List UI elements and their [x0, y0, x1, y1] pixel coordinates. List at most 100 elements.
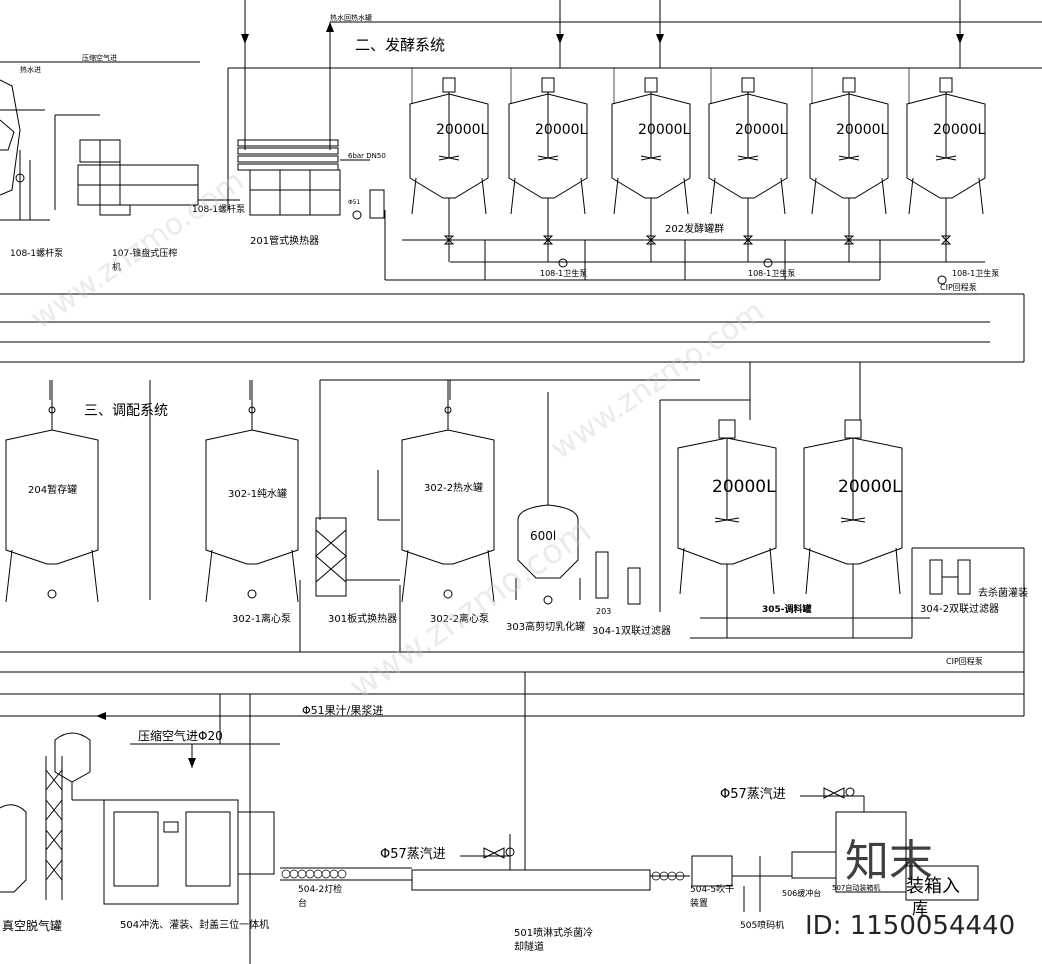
cip-return-1-label: CIP回程泵 — [940, 283, 977, 292]
fermentation-tank: 20000L — [809, 68, 889, 262]
tank-leg — [5, 549, 13, 603]
dual-filter-2-label: 304-2双联过滤器 — [920, 602, 999, 615]
tank-body — [5, 429, 99, 565]
steam-1-label: Φ57蒸汽进 — [380, 847, 446, 862]
plate-hx-label: 301板式换热器 — [328, 612, 397, 625]
pump-302-1-label: 302-1离心泵 — [232, 612, 291, 625]
hot-water-in-label: 热水进 — [20, 65, 41, 74]
tube-hx-label: 201管式换热器 — [250, 234, 319, 247]
agitator-motor-icon — [842, 77, 856, 93]
tank-leg — [411, 177, 417, 215]
valve-icon — [843, 235, 855, 245]
tank-leg — [811, 177, 817, 215]
pump-icon — [443, 589, 453, 599]
tank-capacity: 20000L — [712, 477, 776, 497]
press-label-1: 107-锥盘式压榨 — [112, 247, 177, 259]
impeller-icon — [737, 155, 759, 161]
to-filler-label: 去杀菌灌装 — [978, 586, 1028, 599]
sanitary-pump-c-label: 108-1卫生泵 — [952, 268, 999, 278]
tank-leg — [205, 549, 213, 603]
mixing-tank: 20000L — [677, 419, 777, 638]
agitator-motor-icon — [939, 77, 953, 93]
bottom-line — [0, 672, 979, 964]
agitator-motor-icon — [718, 419, 736, 439]
light-check-label-2: 台 — [298, 897, 307, 909]
hot-water-return-label: 热水回热水罐 — [330, 13, 372, 22]
gauge-icon — [248, 406, 256, 414]
agitator-motor-icon — [741, 77, 755, 93]
tank-leg — [978, 177, 984, 215]
tank-leg — [908, 177, 914, 215]
blending-tank — [205, 380, 299, 603]
tank-leg — [510, 177, 516, 215]
cip-return-2-label: CIP回程泵 — [946, 657, 983, 666]
agitator-motor-icon — [844, 419, 862, 439]
blend-tank-label: 305-调料罐 — [762, 603, 812, 615]
tank-body — [401, 429, 495, 565]
tank-capacity: 20000L — [836, 122, 889, 138]
tank-body — [205, 429, 299, 565]
sanitary-pump-a-label: 108-1卫生泵 — [540, 268, 587, 278]
watermark-brand: 知末 — [845, 836, 933, 887]
packer-label: 507自动装箱机 — [832, 883, 880, 892]
impeller-icon — [438, 155, 460, 161]
ferment-group-label: 202发酵罐群 — [665, 222, 724, 235]
dual-filter-1-label: 304-1双联过滤器 — [592, 624, 671, 637]
valve-icon — [483, 787, 855, 859]
vac-tank-label: 真空脱气罐 — [2, 918, 62, 933]
valve-icon — [443, 235, 455, 245]
tank-leg — [710, 177, 716, 215]
coder-label: 505喷码机 — [740, 919, 784, 931]
fermentation-tank: 20000L — [611, 68, 691, 262]
ferment-collection-pipes — [384, 210, 985, 281]
agitator-motor-icon — [541, 77, 555, 93]
filler-label: 504冲洗、灌装、封盖三位一体机 — [120, 918, 269, 931]
light-check-label-1: 504-2灯检 — [298, 883, 342, 895]
arrow-down-icon — [188, 758, 196, 768]
emulsify-tank-label: 303高剪切乳化罐 — [506, 620, 585, 633]
gauge-icon — [48, 406, 56, 414]
agitator-motor-icon — [644, 77, 658, 93]
section-fermentation: 二、发酵系统 — [355, 36, 445, 54]
sanitary-pump-b-label: 108-1卫生泵 — [748, 268, 795, 278]
section-blending: 三、调配系统 — [84, 403, 168, 419]
tank-leg — [805, 547, 811, 595]
temp-tank-label: 204暂存罐 — [28, 483, 77, 496]
tank-leg — [895, 547, 901, 595]
dual-filter-2 — [929, 559, 971, 595]
conveyor-rollers — [281, 869, 685, 881]
juice-in-label: Φ51果汁/果浆进 — [302, 703, 383, 717]
dryer-label-1: 504-5吹干 — [690, 883, 734, 895]
tunnel-label-1: 501喷淋式杀菌冷 — [514, 926, 593, 939]
tank-leg — [679, 547, 685, 595]
tank-leg — [580, 177, 586, 215]
num-203-label: 203 — [596, 607, 611, 616]
press-label-2: 机 — [112, 261, 121, 273]
tank-leg — [401, 549, 409, 603]
tank-capacity: 20000L — [535, 122, 588, 138]
steam-2-label: Φ57蒸汽进 — [720, 787, 786, 802]
impeller-icon — [838, 155, 860, 161]
buffer-label: 506缓冲台 — [782, 888, 821, 898]
compressed-air-in-label: 压缩空气进 — [82, 53, 117, 62]
valve-icon — [742, 235, 754, 245]
emulsify-tank — [515, 504, 641, 605]
impeller-icon — [935, 155, 957, 161]
tank-capacity: 20000L — [933, 122, 986, 138]
gauge-icon — [444, 406, 452, 414]
tank-leg — [881, 177, 887, 215]
hot-tank-label: 302-2热水罐 — [424, 481, 483, 494]
boxing-label-1: 装箱入 — [906, 876, 960, 897]
phi51-label: Φ51 — [348, 199, 361, 206]
fermentation-tank: 20000L — [508, 68, 588, 262]
pump-icon — [47, 589, 57, 599]
tank-leg — [481, 177, 487, 215]
top-pipes — [0, 0, 1042, 363]
blending-tank — [5, 380, 99, 603]
dryer-label-2: 装置 — [690, 897, 708, 909]
tank-capacity: 20000L — [638, 122, 691, 138]
mixing-tank: 20000L — [803, 419, 903, 638]
left-top-equipment — [0, 79, 240, 221]
